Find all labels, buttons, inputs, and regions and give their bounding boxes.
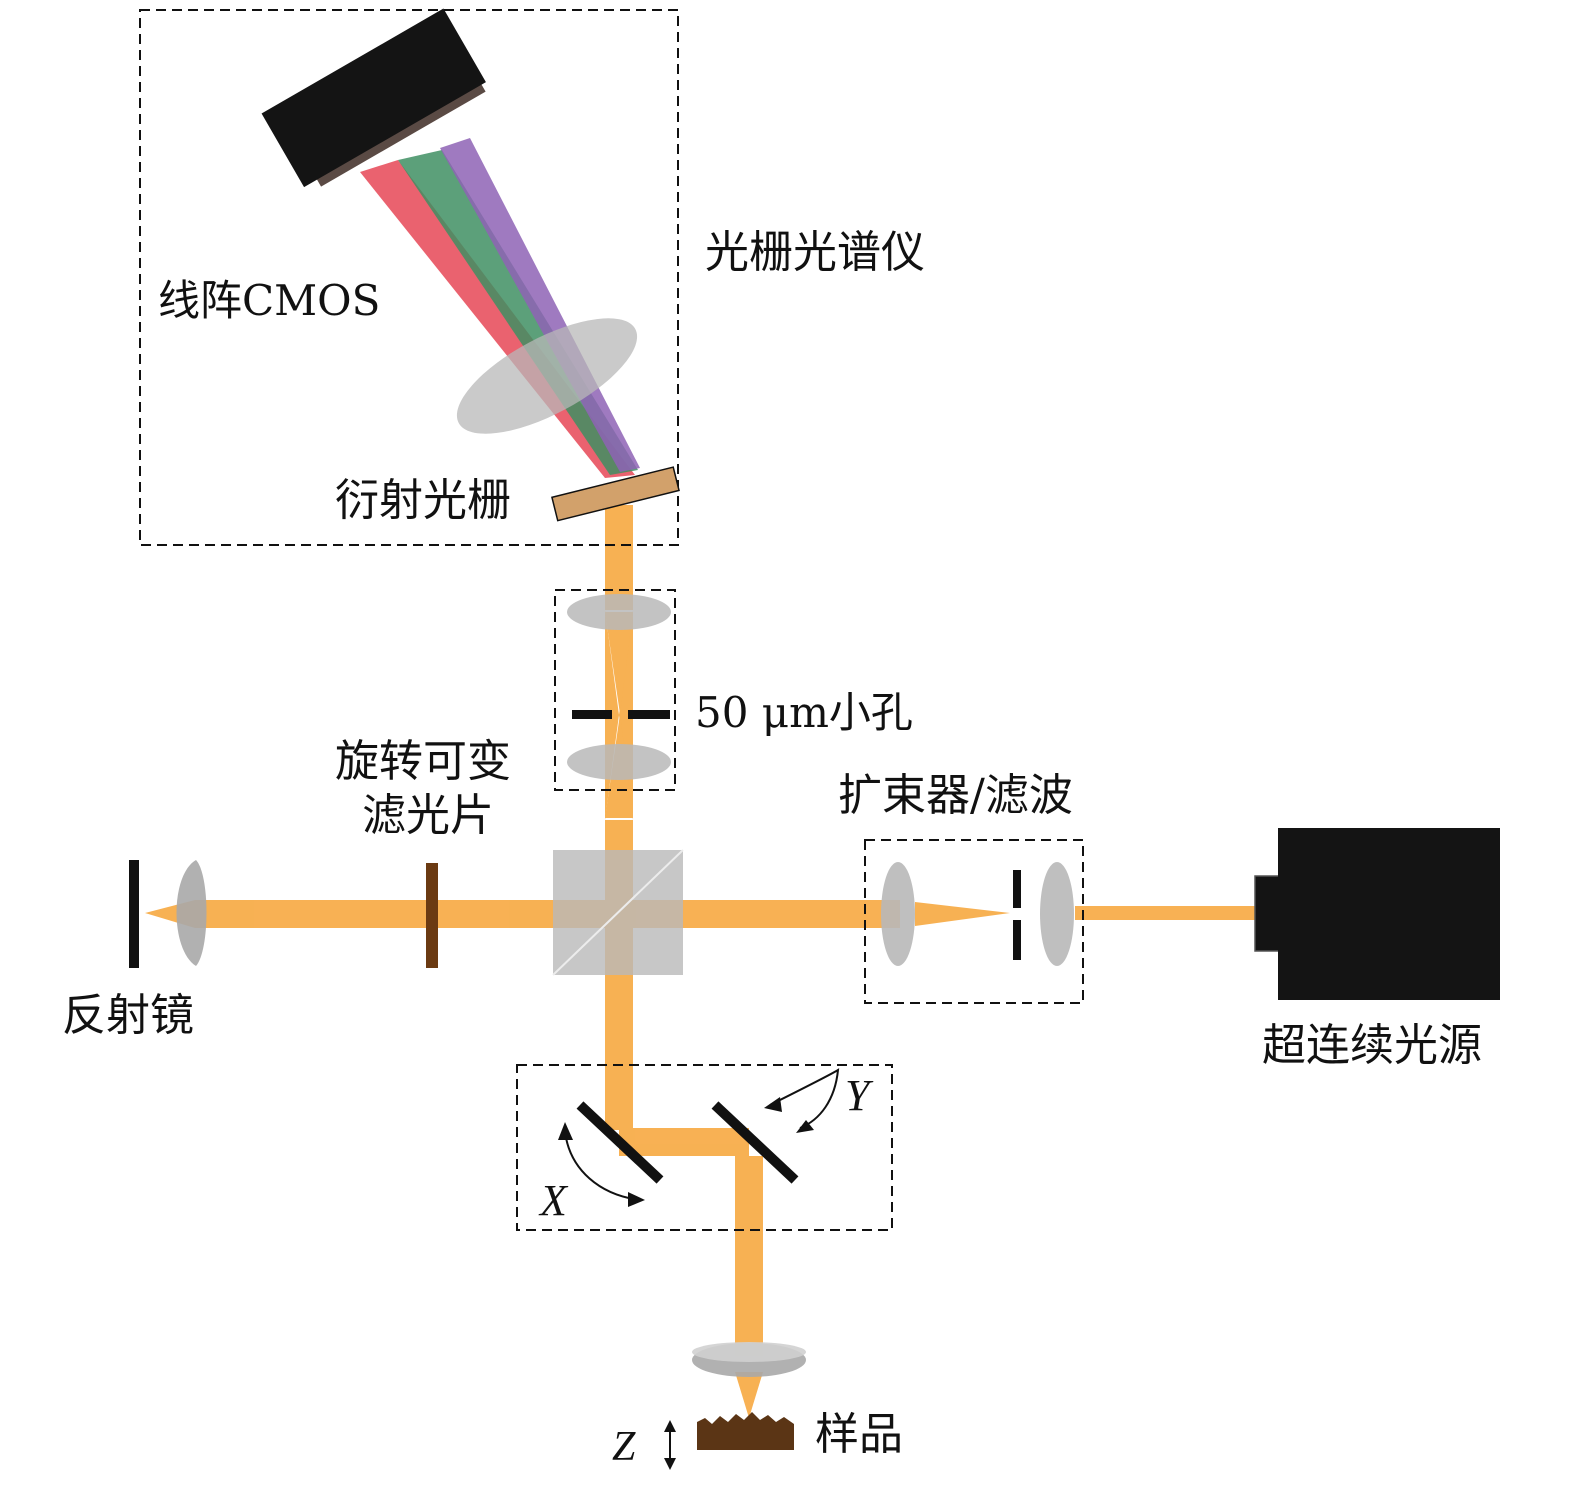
axis-z-label: Z: [612, 1424, 636, 1470]
pinhole-lens-top: [567, 594, 671, 630]
cmos-camera: [261, 8, 486, 188]
variable-filter: [426, 863, 438, 968]
spectrometer-box: [139, 9, 679, 546]
light-beams: [145, 505, 1260, 1418]
beam-pinhole-cone: [605, 612, 633, 714]
beam-expander-focus: [915, 902, 1010, 926]
scan-mirror-y: [711, 1101, 799, 1184]
cmos-label: 线阵CMOS: [158, 276, 380, 325]
expander-pinhole-top: [1013, 870, 1021, 908]
sample-label: 样品: [815, 1409, 903, 1460]
objective-lens-rim: [692, 1342, 806, 1362]
beam-source-to-pinhole: [1075, 906, 1260, 920]
z-arrow-head-down: [664, 1458, 676, 1470]
diffraction-grating: [551, 466, 680, 522]
scan-mirror-box: [516, 1064, 893, 1231]
scan-mirror-x: [576, 1101, 664, 1184]
source-body: [1278, 828, 1500, 1000]
y-arrow-head-left: [764, 1097, 782, 1112]
y-rotation-arrow: [769, 1068, 840, 1129]
filter-label-line2: 滤光片: [362, 790, 494, 841]
cmos-body: [261, 8, 486, 188]
y-arrow-head-bottom: [796, 1120, 814, 1133]
sample: [697, 1412, 794, 1450]
source-label: 超连续光源: [1262, 1020, 1482, 1071]
expander-box: [864, 839, 1084, 1004]
mirror-label: 反射镜: [62, 990, 194, 1041]
grating-label: 衍射光栅: [335, 475, 511, 526]
beam-between-mirrors: [619, 1128, 749, 1156]
spectrometer-label: 光栅光谱仪: [705, 227, 925, 278]
pinhole-lens-bottom: [567, 744, 671, 780]
expander-lens-2: [1040, 862, 1074, 966]
x-arrow-head-top: [558, 1122, 573, 1140]
beam-to-objective: [735, 1156, 763, 1356]
beam-main-horizontal: [195, 900, 900, 928]
expander-pinhole-bottom: [1013, 920, 1021, 960]
expander-label: 扩束器/滤波: [838, 770, 1073, 821]
filter-label-line1: 旋转可变: [335, 736, 511, 787]
pinhole-label: 50 μm小孔: [695, 688, 913, 737]
x-arrow-head-right: [628, 1192, 645, 1207]
reference-mirror: [129, 860, 139, 968]
pinhole-plate-right: [628, 710, 670, 719]
pinhole-plate-left: [572, 710, 612, 719]
beam-objective-focus: [735, 1372, 763, 1418]
x-rotation-arrow: [564, 1131, 641, 1201]
reference-lens: [176, 860, 207, 966]
z-arrow-head-up: [664, 1420, 676, 1432]
beam-splitter-diagonal: [552, 849, 684, 976]
spectrometer-lens: [456, 318, 638, 434]
axis-x-label: X: [538, 1176, 569, 1225]
axis-y-label: Y: [845, 1071, 874, 1120]
expander-lens-1: [881, 862, 915, 966]
